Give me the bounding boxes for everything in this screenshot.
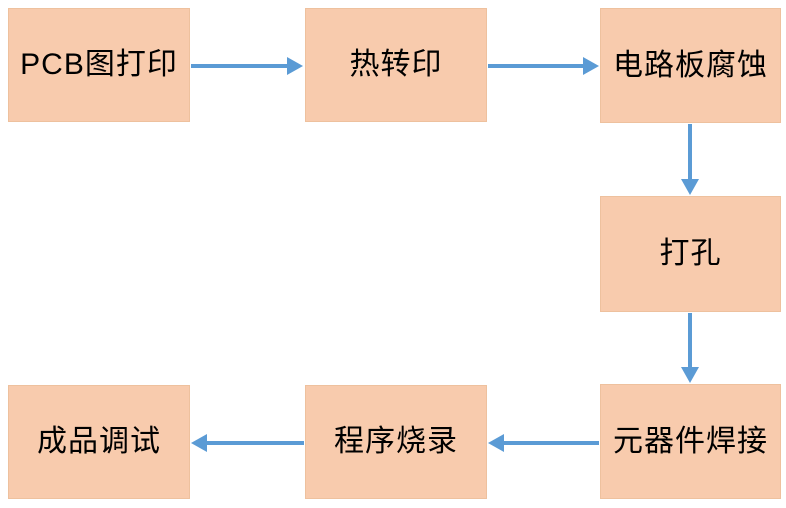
- node-product-debugging: 成品调试: [8, 385, 190, 499]
- arrow-shaft: [688, 124, 692, 181]
- node-board-etching: 电路板腐蚀: [600, 8, 781, 123]
- arrow-drilling-to-component-soldering: [681, 313, 699, 383]
- arrowhead-left-icon: [191, 434, 207, 452]
- arrow-heat-transfer-to-board-etching: [488, 57, 599, 75]
- node-label: PCB图打印: [20, 48, 178, 81]
- node-component-soldering: 元器件焊接: [600, 384, 781, 499]
- arrow-shaft: [205, 441, 304, 445]
- node-label: 程序烧录: [334, 425, 458, 458]
- arrow-shaft: [502, 441, 599, 445]
- node-drilling: 打孔: [600, 196, 781, 312]
- node-label: 成品调试: [37, 425, 161, 458]
- arrow-board-etching-to-drilling: [681, 124, 699, 195]
- arrow-component-soldering-to-program-burning: [488, 434, 599, 452]
- arrowhead-down-icon: [681, 367, 699, 383]
- arrow-shaft: [488, 64, 585, 68]
- node-label: 打孔: [659, 237, 722, 270]
- arrow-pcb-print-to-heat-transfer: [191, 57, 303, 75]
- arrowhead-right-icon: [583, 57, 599, 75]
- node-label: 热转印: [349, 48, 443, 81]
- arrowhead-left-icon: [488, 434, 504, 452]
- arrow-shaft: [191, 64, 289, 68]
- node-label: 电路板腐蚀: [613, 48, 768, 82]
- node-program-burning: 程序烧录: [305, 385, 487, 499]
- node-heat-transfer: 热转印: [305, 8, 487, 122]
- arrow-shaft: [688, 313, 692, 369]
- node-pcb-print: PCB图打印: [8, 8, 190, 122]
- node-label: 元器件焊接: [613, 424, 768, 458]
- arrowhead-right-icon: [287, 57, 303, 75]
- arrowhead-down-icon: [681, 179, 699, 195]
- arrow-program-burning-to-product-debugging: [191, 434, 304, 452]
